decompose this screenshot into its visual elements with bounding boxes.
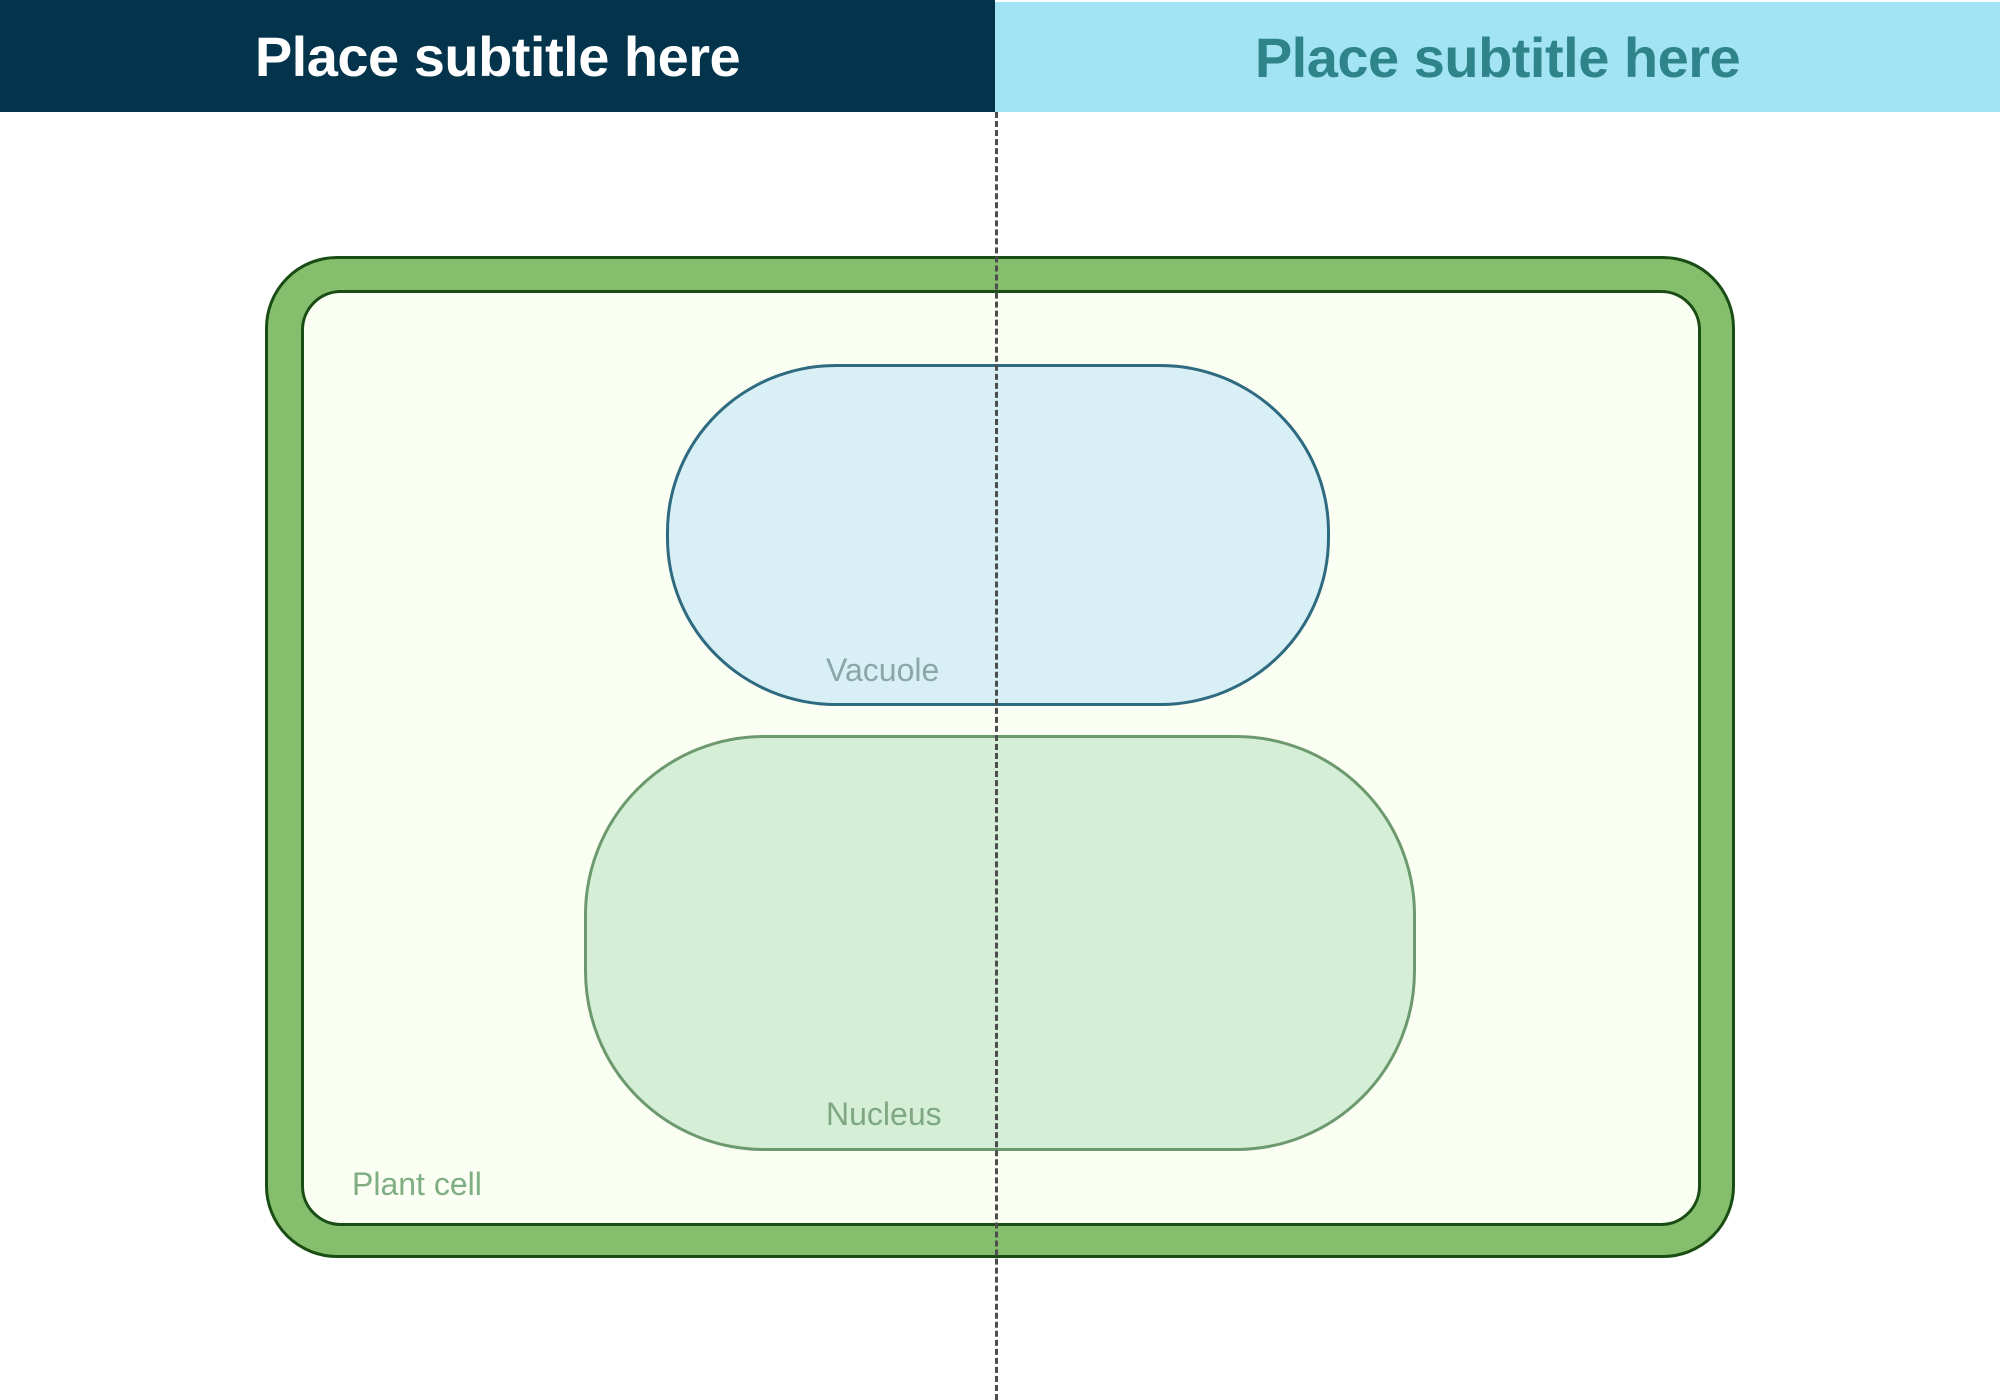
plant-cell-label: Plant cell [352,1166,482,1202]
left-subtitle: Place subtitle here [254,24,741,88]
vacuole-shape [666,364,1330,706]
nucleus-label: Nucleus [826,1096,942,1132]
right-subtitle-header: Place subtitle here [995,2,2000,112]
nucleus-shape [584,735,1416,1151]
right-subtitle: Place subtitle here [1254,25,1741,89]
center-dashed-divider [995,112,998,1400]
vacuole-label: Vacuole [826,652,940,688]
left-subtitle-header: Place subtitle here [0,0,995,112]
